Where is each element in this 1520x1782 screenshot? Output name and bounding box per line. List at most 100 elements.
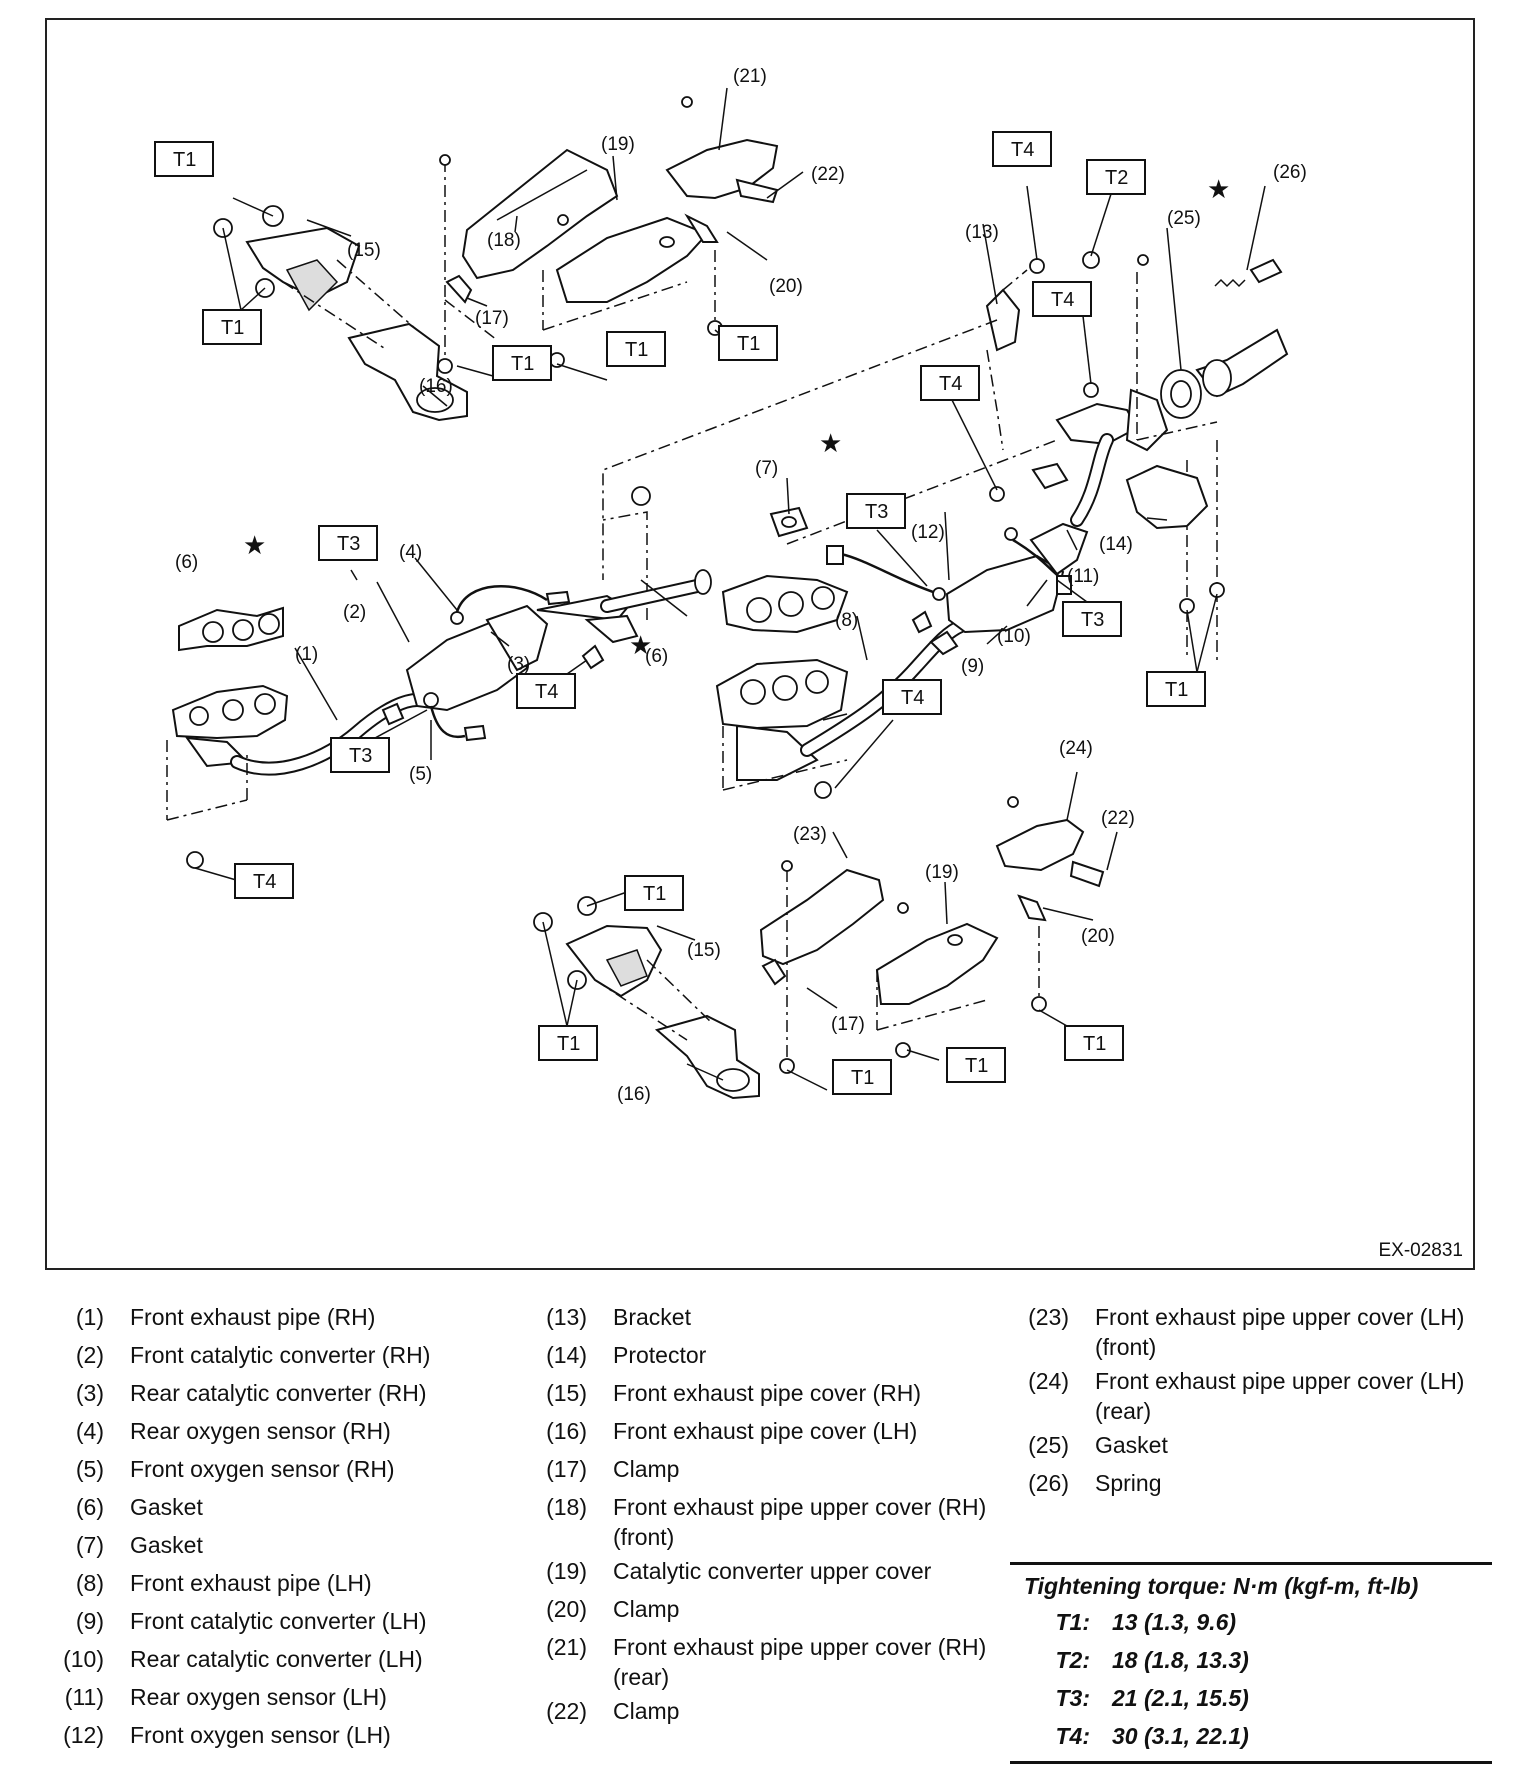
callout-3: (3) <box>507 654 530 675</box>
torque-tag: T1 <box>718 325 778 361</box>
callout-24: (24) <box>1059 738 1093 759</box>
svg-text:T4: T4 <box>901 687 924 709</box>
callout-labels: (21) (19) (22) (26) (25) (13) (15) (18) … <box>175 66 1307 1105</box>
torque-tag: T1 <box>538 1025 598 1061</box>
legend-item-text: Rear oxygen sensor (LH) <box>130 1684 387 1710</box>
legend-item-number: (2) <box>75 1342 104 1368</box>
callout-9: (9) <box>961 656 984 677</box>
legend-item-text: Front exhaust pipe cover (RH) <box>613 1380 922 1406</box>
legend-item-text: Front exhaust pipe cover (LH) <box>613 1418 918 1444</box>
torque-tag: T3 <box>1062 601 1122 637</box>
callout-15-top: (15) <box>347 240 381 261</box>
legend-item-text: Rear catalytic converter (RH) <box>130 1380 427 1406</box>
legend-item-number: (12) <box>63 1722 104 1748</box>
legend-item-number: (8) <box>75 1570 104 1596</box>
svg-text:T1: T1 <box>1083 1033 1106 1055</box>
torque-rows: T1:13 (1.3, 9.6)T2:18 (1.8, 13.3)T3:21 (… <box>1010 1603 1492 1755</box>
legend-item: (19)Catalytic converter upper cover <box>515 1552 1005 1590</box>
callout-11: (11) <box>1067 566 1099 587</box>
torque-value: 30 (3.1, 22.1) <box>1112 1723 1249 1749</box>
torque-tag: T2 <box>1086 159 1146 195</box>
torque-title: Tightening torque: N·m (kgf-m, ft-lb) <box>1024 1573 1419 1599</box>
legend-item: (18) Front exhaust pipe upper cover (RH) … <box>515 1488 1005 1552</box>
legend-item: (3) Rear catalytic converter (RH) <box>32 1374 492 1412</box>
legend-item: (10)Rear catalytic converter (LH) <box>32 1640 492 1678</box>
rh-upper-cover-rear-assembly <box>665 96 779 336</box>
svg-text:T1: T1 <box>625 339 648 361</box>
legend-item-text: Front exhaust pipe upper cover (LH) (fro… <box>1095 1304 1465 1360</box>
callout-16-bottom: (16) <box>617 1084 651 1105</box>
legend-column-2: (13)Bracket(14)Protector(15)Front exhaus… <box>515 1298 1005 1730</box>
legend-item-text: Clamp <box>613 1596 680 1622</box>
legend-item-number: (6) <box>75 1494 104 1520</box>
callout-6-right: (6) <box>645 646 668 667</box>
torque-tag: T1 <box>606 331 666 367</box>
svg-text:T1: T1 <box>173 149 196 171</box>
callout-25: (25) <box>1167 208 1201 229</box>
legend-item-number: (9) <box>75 1608 104 1634</box>
legend-item: (7)Gasket <box>32 1526 492 1564</box>
callout-20-bottom: (20) <box>1081 926 1115 947</box>
legend-item-text: Gasket <box>1095 1432 1168 1458</box>
legend-item: (11)Rear oxygen sensor (LH) <box>32 1678 492 1716</box>
legend-item-number: (7) <box>75 1532 104 1558</box>
torque-tag: T4 <box>516 673 576 709</box>
svg-text:T4: T4 <box>253 871 276 893</box>
legend-item-text: Front exhaust pipe upper cover (RH) (rea… <box>613 1634 987 1690</box>
legend-column-3: (23) Front exhaust pipe upper cover (LH) … <box>997 1298 1497 1502</box>
legend-item-text: Front exhaust pipe upper cover (RH) (fro… <box>613 1494 987 1550</box>
callout-7: (7) <box>755 458 778 479</box>
star-mark: ★ <box>243 531 266 561</box>
callout-22-top: (22) <box>811 164 845 185</box>
svg-text:T2: T2 <box>1105 167 1128 189</box>
svg-text:T3: T3 <box>1081 609 1104 631</box>
legend-item-text: Front exhaust pipe (RH) <box>130 1304 376 1330</box>
lh-front-exhaust-pipe <box>715 433 1114 799</box>
gasket-6-right <box>721 574 849 634</box>
legend-item: (26)Spring <box>997 1464 1497 1502</box>
torque-tag: T1 <box>202 309 262 345</box>
torque-tag: T1 <box>154 141 214 177</box>
legend-item-text: Clamp <box>613 1698 680 1724</box>
legend-item: (14)Protector <box>515 1336 1005 1374</box>
torque-row: T1:13 (1.3, 9.6) <box>1010 1603 1492 1641</box>
svg-text:T4: T4 <box>1011 139 1034 161</box>
legend-item-text: Front exhaust pipe (LH) <box>130 1570 372 1596</box>
callout-16-top: (16) <box>419 376 453 397</box>
exploded-diagram: ★ ★ ★ ★ (21) (19) (22) (26) (25) (13) (1… <box>45 18 1475 1270</box>
legend-item: (8) Front exhaust pipe (LH) <box>32 1564 492 1602</box>
legend-item: (24)Front exhaust pipe upper cover (LH) … <box>997 1362 1497 1426</box>
callout-20-top: (20) <box>769 276 803 297</box>
rear-joint-assembly <box>985 251 1289 660</box>
legend-item: (12) Front oxygen sensor (LH) <box>32 1716 492 1754</box>
torque-key: T3: <box>1055 1685 1091 1711</box>
rh-front-exhaust-pipe <box>166 569 712 869</box>
torque-value: 21 (2.1, 15.5) <box>1112 1685 1249 1711</box>
torque-tag: T4 <box>992 131 1052 167</box>
legend-item: (4)Rear oxygen sensor (RH) <box>32 1412 492 1450</box>
legend-item-number: (13) <box>546 1304 587 1330</box>
legend-item-number: (10) <box>63 1646 104 1672</box>
legend-item-number: (18) <box>546 1494 587 1520</box>
legend-item: (20)Clamp <box>515 1590 1005 1628</box>
cat-upper-cover-bottom <box>875 902 999 1058</box>
svg-text:T4: T4 <box>939 373 962 395</box>
callout-2: (2) <box>343 602 366 623</box>
torque-tag: T1 <box>946 1047 1006 1083</box>
legend-item-text: Front oxygen sensor (LH) <box>130 1722 391 1748</box>
torque-tag: T3 <box>330 737 390 773</box>
callout-10: (10) <box>997 626 1031 647</box>
legend-item-number: (15) <box>546 1380 587 1406</box>
torque-row: T4:30 (3.1, 22.1) <box>1010 1717 1492 1755</box>
torque-tag: T1 <box>492 345 552 381</box>
torque-tag: T3 <box>846 493 906 529</box>
legend-item-text: Front oxygen sensor (RH) <box>130 1456 395 1482</box>
legend-item-number: (3) <box>75 1380 104 1406</box>
legend-item-number: (23) <box>1028 1304 1069 1330</box>
legend-item-number: (4) <box>75 1418 104 1444</box>
legend-item-number: (25) <box>1028 1432 1069 1458</box>
callout-17-bottom: (17) <box>831 1014 865 1035</box>
legend-item-number: (17) <box>546 1456 587 1482</box>
torque-value: 13 (1.3, 9.6) <box>1112 1609 1237 1635</box>
callout-4: (4) <box>399 542 422 563</box>
